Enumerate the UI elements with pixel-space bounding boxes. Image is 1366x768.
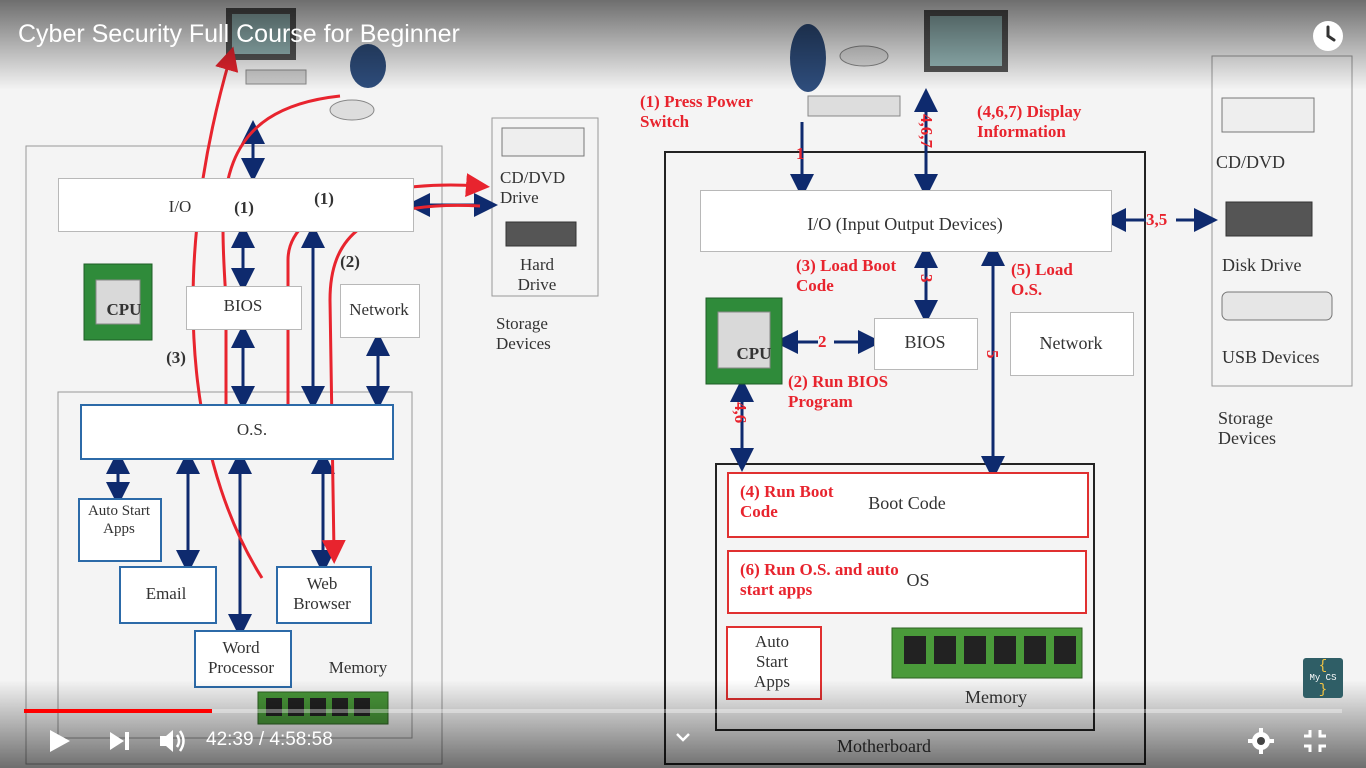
clock-icon[interactable] — [1312, 20, 1344, 52]
arrow-label-2: 2 — [818, 332, 834, 352]
arrow-label-1: 1 — [796, 144, 805, 163]
left-network-box — [340, 284, 420, 338]
right-usb-label: USB Devices — [1222, 347, 1320, 367]
left-email-label: Email — [145, 584, 187, 603]
left-mouse-icon — [329, 99, 375, 121]
left-bios-box — [186, 286, 302, 330]
left-autostart-label: Auto Start Apps — [87, 503, 151, 537]
left-cpu-label: CPU — [106, 300, 142, 319]
load-boot-label: (3) Load Boot Code — [796, 256, 897, 295]
right-bios-label: BIOS — [904, 332, 946, 352]
time-current: 42:39 — [206, 729, 254, 750]
right-io-label: I/O (Input Output Devices) — [807, 214, 1003, 234]
right-os-label: OS — [906, 570, 930, 590]
arrow-label-467: 4,6,7 — [917, 114, 936, 148]
left-cd-label: CD/DVD Drive — [500, 168, 566, 207]
disk-drive-icon — [1225, 201, 1313, 237]
right-io-box — [700, 190, 1112, 252]
right-cpu-label: CPU — [736, 344, 772, 363]
logo-text: My CS — [1309, 673, 1337, 683]
left-hard-drive-icon — [505, 221, 577, 247]
logo-brace-bottom: } — [1318, 682, 1328, 698]
display-info-label: (4,6,7) Display Information — [977, 102, 1082, 141]
left-browser-box — [276, 566, 372, 624]
right-network-label: Network — [1039, 333, 1103, 353]
left-step1b: (1) — [314, 189, 334, 208]
press-power-label: (1) Press Power Switch — [640, 92, 753, 131]
right-cpu-icon — [705, 297, 783, 385]
left-io-label: I/O — [168, 197, 192, 216]
left-hd-label: Hard Drive — [517, 255, 557, 294]
next-icon[interactable] — [108, 730, 132, 752]
right-storage-label: Storage Devices — [1218, 408, 1276, 448]
arrow-label-5: 5 — [983, 350, 1002, 359]
chevron-down-icon[interactable] — [674, 731, 692, 743]
left-bios-label: BIOS — [223, 296, 263, 315]
left-word-box — [194, 630, 292, 688]
play-icon[interactable] — [46, 728, 72, 754]
left-storage-label: Storage Devices — [496, 314, 551, 353]
left-step3: (3) — [166, 348, 186, 367]
load-os-label: (5) Load O.S. — [1011, 260, 1073, 299]
left-network-label: Network — [349, 300, 409, 319]
left-user-icon — [350, 44, 386, 88]
left-autostart-box — [78, 498, 162, 562]
right-disk-label: Disk Drive — [1222, 255, 1302, 275]
time-display: 42:39 / 4:58:58 — [206, 729, 333, 751]
usb-icon — [1221, 291, 1333, 321]
os-box — [727, 550, 1087, 614]
settings-icon[interactable] — [1247, 727, 1275, 755]
left-step1a: (1) — [234, 198, 254, 217]
right-memory-label: Memory — [965, 687, 1027, 707]
left-email-box — [119, 566, 217, 624]
run-os-label: (6) Run O.S. and auto start apps — [740, 560, 899, 599]
right-mouse-icon — [839, 45, 889, 67]
right-network-box — [1010, 312, 1134, 376]
right-autostart-label: Auto Start Apps — [754, 632, 790, 691]
left-browser-label: Web Browser — [293, 574, 351, 613]
cd-dvd-icon — [1221, 97, 1315, 133]
right-keyboard-icon — [807, 95, 901, 117]
arrow-label-46: 4,6 — [731, 402, 750, 424]
left-cpu-icon — [83, 263, 153, 341]
right-cd-label: CD/DVD — [1216, 152, 1286, 172]
arrow-label-3: 3 — [917, 274, 936, 283]
exit-fullscreen-icon[interactable] — [1302, 728, 1328, 754]
progress-played — [24, 709, 212, 713]
left-io-box — [58, 178, 414, 232]
right-user-icon — [790, 24, 826, 92]
time-separator: / — [258, 729, 265, 750]
run-boot-label: (4) Run Boot Code — [740, 482, 834, 521]
right-monitor-icon — [924, 10, 1008, 72]
left-word-label: Word Processor — [207, 638, 275, 677]
right-bios-box — [874, 318, 978, 370]
run-bios-label: (2) Run BIOS Program — [788, 372, 889, 411]
channel-logo[interactable]: { My CS } — [1303, 658, 1343, 698]
logo-brace-top: { — [1318, 658, 1328, 674]
boot-code-label: Boot Code — [868, 493, 946, 513]
left-cd-drive-icon — [501, 127, 585, 157]
left-memory-label: Memory — [328, 658, 388, 677]
time-total: 4:58:58 — [269, 729, 333, 750]
left-ram-icon — [257, 691, 389, 725]
left-os-label: O.S. — [236, 420, 268, 439]
right-ram-icon — [891, 627, 1083, 679]
progress-bar[interactable] — [24, 709, 1342, 713]
left-step2: (2) — [340, 252, 360, 271]
motherboard-label: Motherboard — [837, 736, 931, 756]
arrow-label-35: 3,5 — [1146, 210, 1176, 230]
boot-code-box — [727, 472, 1089, 538]
video-title[interactable]: Cyber Security Full Course for Beginner — [18, 20, 460, 48]
left-os-box — [80, 404, 394, 460]
volume-icon[interactable] — [158, 727, 188, 755]
